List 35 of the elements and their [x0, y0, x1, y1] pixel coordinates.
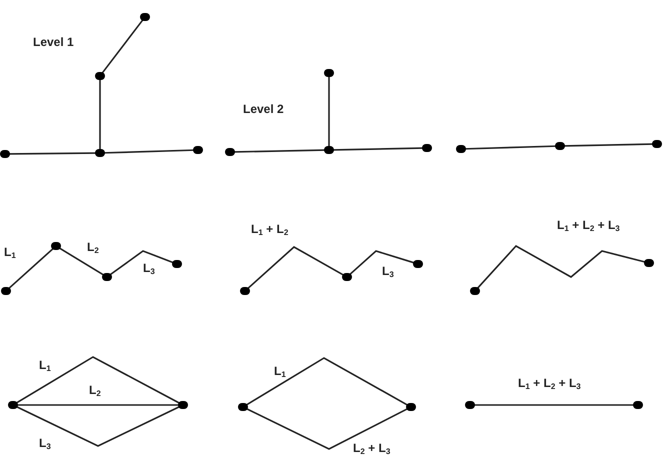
level-label: Level 2 [243, 101, 284, 118]
line-segment [102, 20, 144, 74]
line-segment [104, 149, 194, 154]
line-segment [464, 145, 556, 150]
edge-label: L$_{2}$ [88, 384, 102, 396]
line-segment [16, 406, 180, 447]
line-segment [8, 248, 54, 289]
line-segment [328, 77, 330, 146]
edge-label: L$_{1}$ + L$_{2}$ + L$_{3}$ [556, 219, 621, 231]
line-segment [246, 408, 408, 450]
line-segment [8, 152, 96, 155]
line-segment [247, 246, 344, 289]
edge-label: L$_{2}$ [86, 241, 100, 253]
line-segment [349, 250, 414, 275]
edge-label: L$_{1}$ [38, 359, 52, 371]
line-segment [17, 404, 179, 406]
line-segment [474, 404, 634, 406]
line-segment [99, 80, 101, 149]
edge-label: L$_{3}$ [38, 437, 52, 449]
line-segment [246, 357, 408, 406]
edge-label: L$_{2}$ + L$_{3}$ [352, 442, 392, 454]
edge-label: L$_{1}$ + L$_{2}$ [250, 223, 290, 235]
level-label: Level 1 [33, 34, 74, 51]
line-segment [234, 149, 326, 153]
edge-label: L$_{1}$ [273, 365, 287, 377]
edge-label: L$_{3}$ [142, 262, 156, 274]
line-segment [110, 250, 174, 276]
line-segment [332, 147, 424, 151]
line-segment [477, 245, 646, 289]
edge-label: L$_{3}$ [381, 265, 395, 277]
line-segment [16, 356, 180, 404]
line-segment [59, 247, 104, 276]
line-segment [564, 143, 654, 147]
edge-label: L$_{1}$ + L$_{2}$ + L$_{3}$ [517, 377, 582, 389]
edge-label: L$_{1}$ [3, 246, 17, 258]
